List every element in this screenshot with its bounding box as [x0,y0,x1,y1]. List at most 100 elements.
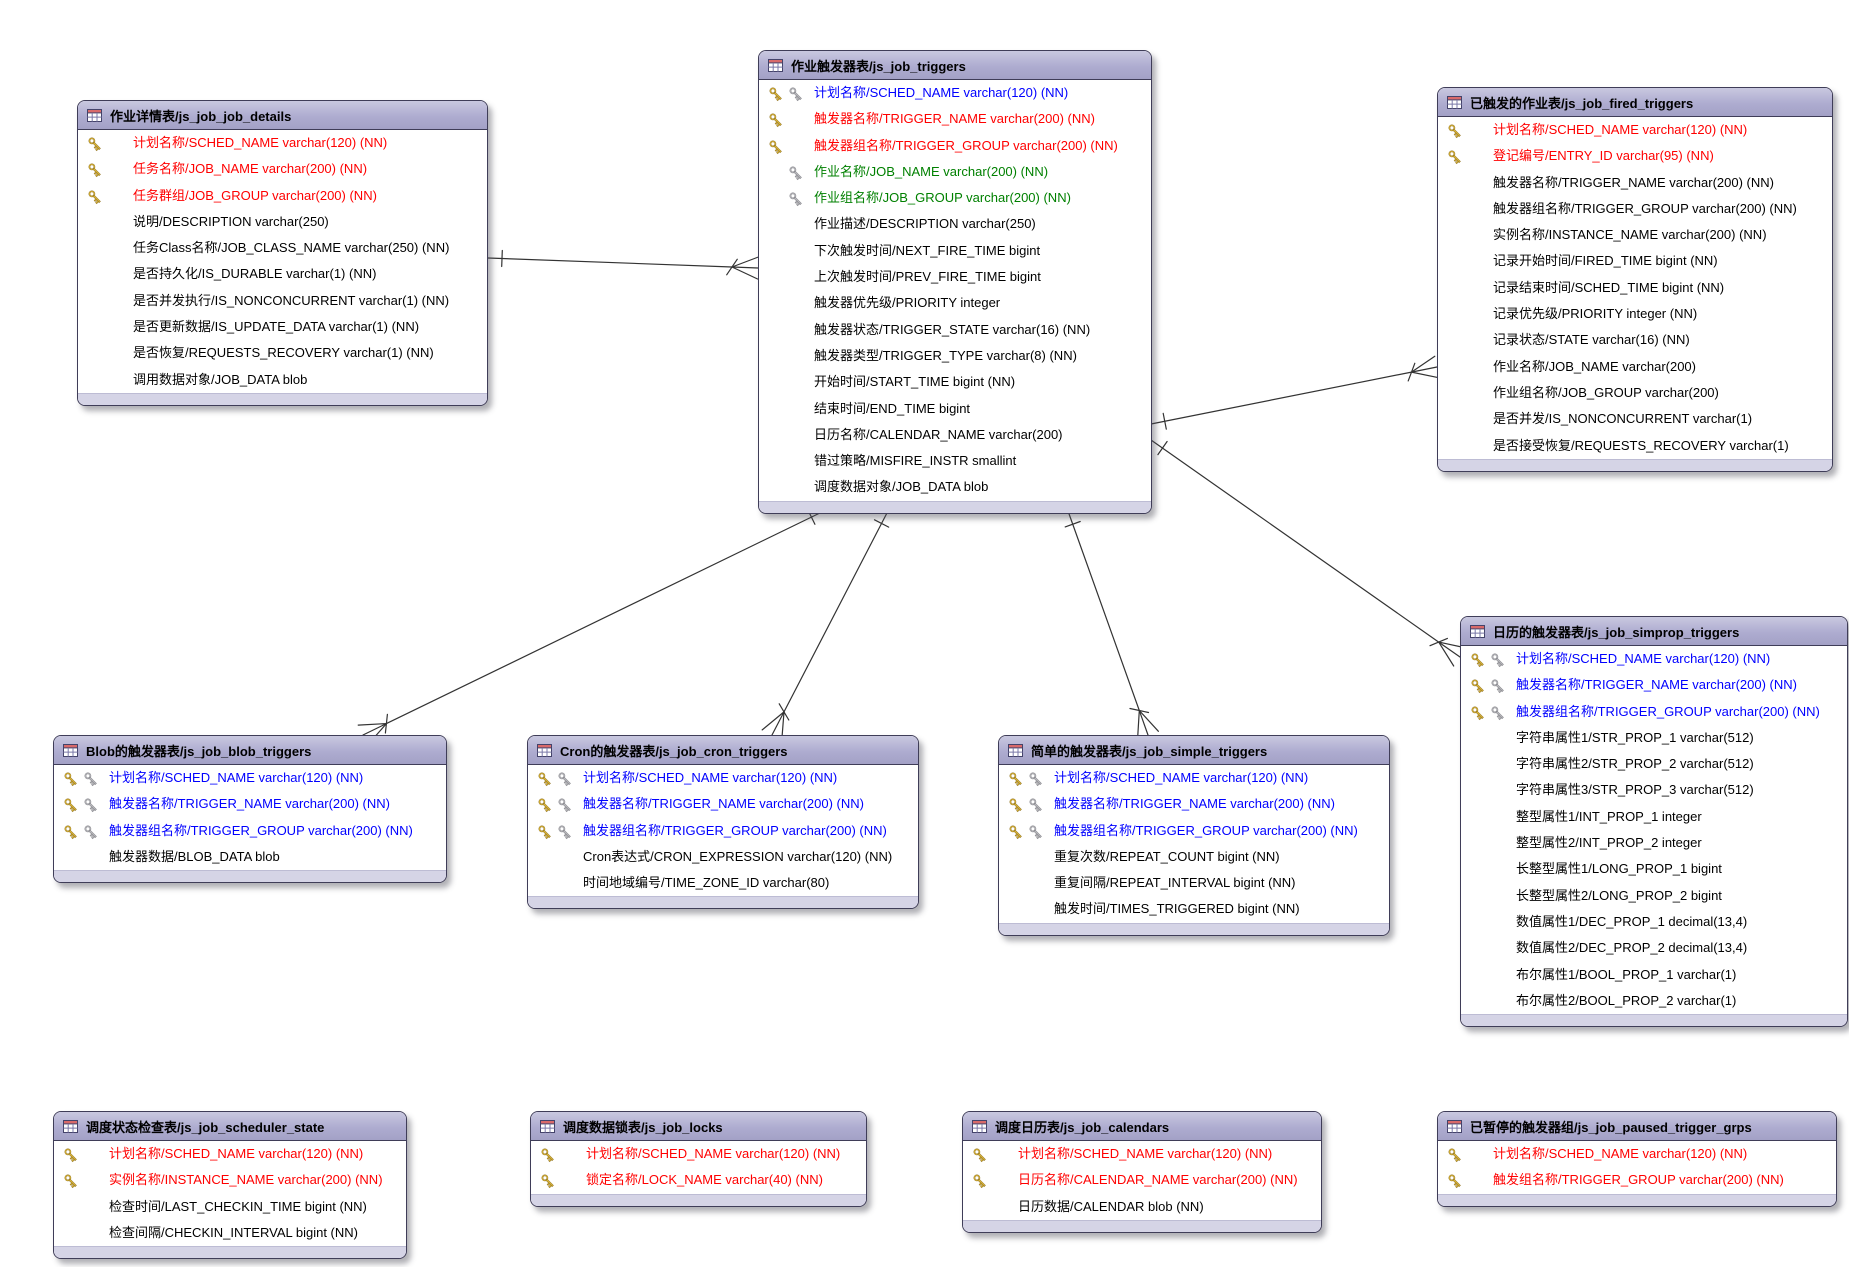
table-title: Cron的触发器表/js_job_cron_triggers [560,743,788,759]
foreign-key-icon [788,85,804,111]
field-row: 数值属性2/DEC_PROP_2 decimal(13,4) [1461,935,1847,961]
table-header-job_blob_triggers[interactable]: Blob的触发器表/js_job_blob_triggers [54,736,446,765]
table-footer [531,1193,866,1206]
table-footer [78,392,487,405]
foreign-key-icon [557,796,573,822]
field-label: 调度数据对象/JOB_DATA blob [814,479,989,495]
field-label: 字符串属性3/STR_PROP_3 varchar(512) [1516,782,1754,798]
primary-key-icon [1447,1146,1463,1172]
field-row: 是否恢复/REQUESTS_RECOVERY varchar(1) (NN) [78,340,487,366]
table-title: 作业触发器表/js_job_triggers [791,58,966,74]
field-row: 触发器优先级/PRIORITY integer [759,290,1151,316]
field-row: 整型属性1/INT_PROP_1 integer [1461,804,1847,830]
primary-key-icon [63,796,79,822]
table-footer [963,1219,1321,1232]
table-header-job_locks[interactable]: 调度数据锁表/js_job_locks [531,1112,866,1141]
field-row: 计划名称/SCHED_NAME varchar(120) (NN) [54,1141,406,1167]
field-label: 重复间隔/REPEAT_INTERVAL bigint (NN) [1054,875,1296,891]
field-label: 触发器名称/TRIGGER_NAME varchar(200) (NN) [583,796,864,812]
field-label: 触发器组名称/TRIGGER_GROUP varchar(200) (NN) [109,822,413,838]
field-row: 作业组名称/JOB_GROUP varchar(200) [1438,380,1832,406]
field-label: 触发组名称/TRIGGER_GROUP varchar(200) (NN) [1493,1172,1784,1188]
foreign-key-icon [1028,770,1044,796]
primary-key-icon [768,85,784,111]
primary-key-icon [63,1172,79,1198]
field-row: 上次触发时间/PREV_FIRE_TIME bigint [759,264,1151,290]
table-header-job_simprop_triggers[interactable]: 日历的触发器表/js_job_simprop_triggers [1461,617,1847,646]
table-header-job_fired_triggers[interactable]: 已触发的作业表/js_job_fired_triggers [1438,88,1832,117]
field-label: 调用数据对象/JOB_DATA blob [133,371,308,387]
table-footer [54,1246,406,1259]
table-job_cron_triggers[interactable]: Cron的触发器表/js_job_cron_triggers 计划名称/SCHED… [527,735,919,910]
field-label: 触发器数据/BLOB_DATA blob [109,848,280,864]
table-header-job_simple_triggers[interactable]: 简单的触发器表/js_job_simple_triggers [999,736,1389,765]
primary-key-icon [537,823,553,849]
primary-key-icon [537,770,553,796]
field-label: 说明/DESCRIPTION varchar(250) [133,213,329,229]
field-label: 触发器名称/TRIGGER_NAME varchar(200) (NN) [1516,677,1797,693]
field-row: 任务Class名称/JOB_CLASS_NAME varchar(250) (N… [78,235,487,261]
primary-key-icon [540,1146,556,1172]
table-header-job_cron_triggers[interactable]: Cron的触发器表/js_job_cron_triggers [528,736,918,765]
table-icon [87,108,102,122]
field-label: 实例名称/INSTANCE_NAME varchar(200) (NN) [109,1172,383,1188]
table-job_locks[interactable]: 调度数据锁表/js_job_locks 计划名称/SCHED_NAME varch… [530,1111,867,1207]
relation-triggers-to-simprop-triggers [1150,439,1467,667]
table-title: 调度日历表/js_job_calendars [995,1119,1170,1135]
field-row: 计划名称/SCHED_NAME varchar(120) (NN) [999,765,1389,791]
table-header-job_paused_trigger_grps[interactable]: 已暂停的触发器组/js_job_paused_trigger_grps [1438,1112,1836,1141]
primary-key-icon [87,188,103,214]
field-label: 数值属性2/DEC_PROP_2 decimal(13,4) [1516,940,1748,956]
field-label: 计划名称/SCHED_NAME varchar(120) (NN) [586,1146,841,1161]
table-job_simple_triggers[interactable]: 简单的触发器表/js_job_simple_triggers 计划名称/SCHED… [998,735,1390,936]
relation-triggers-to-blob-triggers [357,509,825,746]
field-label: 锁定名称/LOCK_NAME varchar(40) (NN) [586,1172,823,1188]
field-label: 触发器名称/TRIGGER_NAME varchar(200) (NN) [1054,796,1335,812]
field-label: 触发器组名称/TRIGGER_GROUP varchar(200) (NN) [583,822,887,838]
foreign-key-icon [1028,823,1044,849]
table-job_fired_triggers[interactable]: 已触发的作业表/js_job_fired_triggers 计划名称/SCHED_… [1437,87,1833,472]
field-label: 计划名称/SCHED_NAME varchar(120) (NN) [1054,770,1309,785]
field-row: 布尔属性1/BOOL_PROP_1 varchar(1) [1461,962,1847,988]
field-label: 日历名称/CALENDAR_NAME varchar(200) (NN) [1018,1172,1298,1188]
table-header-job_scheduler_state[interactable]: 调度状态检查表/js_job_scheduler_state [54,1112,406,1141]
field-label: 检查间隔/CHECKIN_INTERVAL bigint (NN) [109,1224,358,1240]
field-row: 重复间隔/REPEAT_INTERVAL bigint (NN) [999,870,1389,896]
field-label: 记录状态/STATE varchar(16) (NN) [1493,332,1690,348]
field-row: 长整型属性2/LONG_PROP_2 bigint [1461,883,1847,909]
field-label: 实例名称/INSTANCE_NAME varchar(200) (NN) [1493,227,1767,243]
field-row: 触发器组名称/TRIGGER_GROUP varchar(200) (NN) [1461,699,1847,725]
field-row: 字符串属性2/STR_PROP_2 varchar(512) [1461,751,1847,777]
foreign-key-icon [788,190,804,216]
primary-key-icon [87,135,103,161]
field-label: 触发器类型/TRIGGER_TYPE varchar(8) (NN) [814,347,1077,363]
table-header-job_calendars[interactable]: 调度日历表/js_job_calendars [963,1112,1321,1141]
table-footer [528,896,918,909]
field-label: 计划名称/SCHED_NAME varchar(120) (NN) [583,770,838,785]
foreign-key-icon [557,770,573,796]
field-row: 错过策略/MISFIRE_INSTR smallint [759,448,1151,474]
table-header-job_triggers[interactable]: 作业触发器表/js_job_triggers [759,51,1151,80]
field-label: 下次触发时间/NEXT_FIRE_TIME bigint [814,242,1041,258]
field-row: 计划名称/SCHED_NAME varchar(120) (NN) [531,1141,866,1167]
table-title: Blob的触发器表/js_job_blob_triggers [86,743,312,759]
field-row: 检查时间/LAST_CHECKIN_TIME bigint (NN) [54,1194,406,1220]
field-row: 记录优先级/PRIORITY integer (NN) [1438,301,1832,327]
table-header-job_job_details[interactable]: 作业详情表/js_job_job_details [78,101,487,130]
field-row: 下次触发时间/NEXT_FIRE_TIME bigint [759,238,1151,264]
field-label: 字符串属性1/STR_PROP_1 varchar(512) [1516,729,1754,745]
field-label: 触发器名称/TRIGGER_NAME varchar(200) (NN) [814,111,1095,127]
field-row: 记录开始时间/FIRED_TIME bigint (NN) [1438,248,1832,274]
field-row: 触发器组名称/TRIGGER_GROUP varchar(200) (NN) [999,818,1389,844]
field-label: 任务名称/JOB_NAME varchar(200) (NN) [133,161,368,177]
field-label: 计划名称/SCHED_NAME varchar(120) (NN) [1493,122,1748,137]
primary-key-icon [87,161,103,187]
field-label: 字符串属性2/STR_PROP_2 varchar(512) [1516,756,1754,772]
